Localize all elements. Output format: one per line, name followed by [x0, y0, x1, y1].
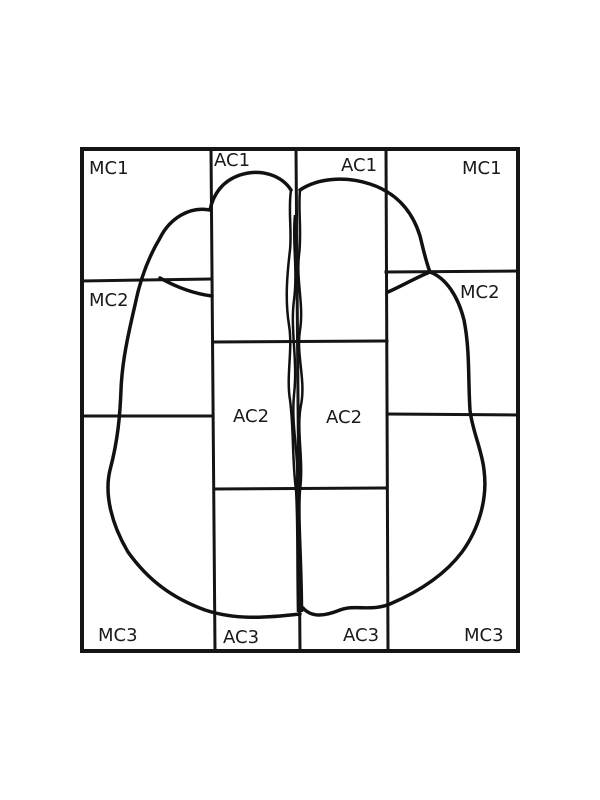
grid-line-h-right-upper [384, 269, 520, 274]
medial-fissure-right [297, 189, 304, 613]
grid-line-v-center-right [384, 147, 390, 653]
grid-lines [80, 147, 520, 653]
grid-line-h-left-upper [80, 277, 213, 283]
label-mc1-left: MC1 [89, 158, 129, 179]
left-frontal-notch [158, 276, 214, 298]
label-mc2-left: MC2 [89, 290, 129, 311]
label-ac3-left: AC3 [223, 627, 259, 648]
label-mc3-right: MC3 [464, 625, 504, 646]
right-hemisphere-outline [298, 177, 487, 617]
label-ac2-left: AC2 [233, 406, 269, 427]
label-ac2-right: AC2 [326, 407, 362, 428]
left-hemisphere-outline [106, 170, 302, 619]
grid-line-v-center-left [294, 147, 302, 653]
grid-line-v-left [209, 147, 217, 653]
right-frontal-notch [386, 270, 432, 294]
label-ac3-right: AC3 [343, 625, 379, 646]
medial-fissure-inner [291, 214, 301, 561]
label-mc3-left: MC3 [98, 625, 138, 646]
label-ac1-left: AC1 [214, 150, 250, 171]
label-ac1-right: AC1 [341, 155, 377, 176]
label-mc2-right: MC2 [460, 282, 500, 303]
grid-line-h-right-lower [385, 412, 520, 417]
region-labels: MC1 AC1 AC1 MC1 MC2 MC2 AC2 AC2 MC3 AC3 … [89, 150, 504, 648]
label-mc1-right: MC1 [462, 158, 502, 179]
